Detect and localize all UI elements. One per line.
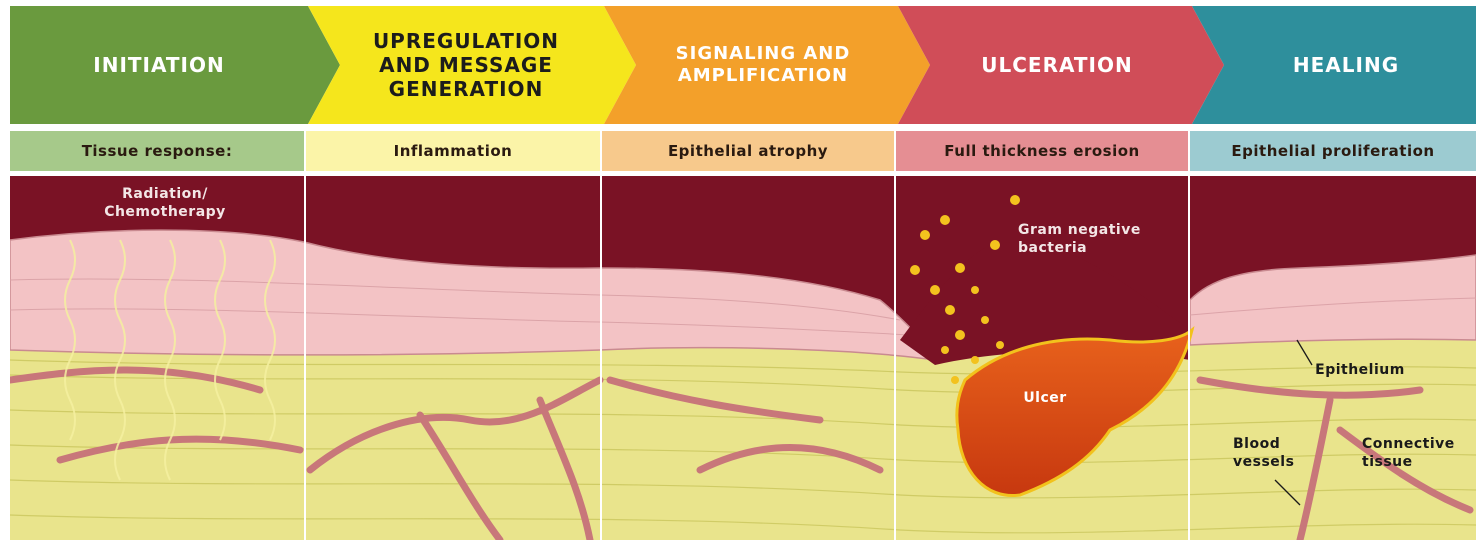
stage-title-text: UPREGULATION AND MESSAGE GENERATION [373, 29, 559, 101]
epithelium-label: Epithelium [1305, 362, 1415, 380]
stage-title-healing: HEALING [1216, 6, 1476, 124]
inflammation-label: Inflammation [306, 131, 600, 171]
stage-title-text: HEALING [1293, 53, 1399, 77]
radiation-chemotherapy-label: Radiation/ Chemotherapy [70, 186, 260, 221]
stage-title-upregulation: UPREGULATION AND MESSAGE GENERATION [330, 6, 602, 124]
tissue-response-label: Tissue response: [10, 131, 304, 171]
connective-tissue-label: Connective tissue [1362, 436, 1472, 471]
stage-title-text: SIGNALING AND AMPLIFICATION [676, 43, 851, 86]
connective-tissue [10, 325, 1476, 540]
epithelial-atrophy-label: Epithelial atrophy [602, 131, 894, 171]
stage-title-signaling: SIGNALING AND AMPLIFICATION [628, 6, 898, 124]
full-thickness-erosion-label: Full thickness erosion [896, 131, 1188, 171]
stage-title-ulceration: ULCERATION [922, 6, 1192, 124]
ulcer-label: Ulcer [1005, 390, 1085, 408]
stage-title-initiation: INITIATION [10, 6, 308, 124]
tissue-illustration [10, 176, 1476, 540]
epithelial-proliferation-label: Epithelial proliferation [1190, 131, 1476, 171]
stage-title-text: INITIATION [93, 53, 224, 77]
blood-vessels-label: Blood vessels [1233, 436, 1313, 471]
gram-negative-bacteria-label: Gram negative bacteria [1018, 222, 1178, 257]
stage-title-text: ULCERATION [981, 53, 1132, 77]
